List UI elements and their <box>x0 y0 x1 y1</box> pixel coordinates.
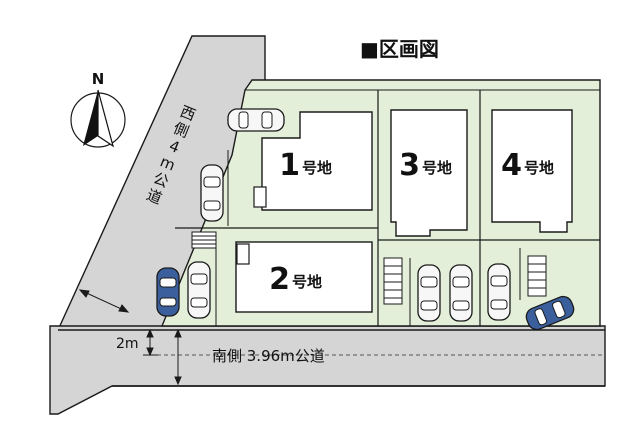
west-road-char: 公 <box>151 169 172 191</box>
house-lot-4 <box>491 109 573 233</box>
lot-number: 4 <box>501 148 522 183</box>
steps-lot-4 <box>519 248 547 300</box>
lot-number: 3 <box>399 148 420 183</box>
north-arrow-icon: N <box>70 70 126 148</box>
house-lot-2 <box>235 241 373 313</box>
car-blue-lot-2 <box>156 267 180 317</box>
lot-label-1: 1 号地 <box>279 148 332 183</box>
lot-suffix: 号地 <box>302 159 332 177</box>
lot-number: 2 <box>269 262 290 297</box>
house-lot-3 <box>390 109 468 237</box>
car-parking-lot-2 <box>187 261 211 319</box>
west-road-char: 道 <box>144 186 165 208</box>
south-road-label: 南側 3.96m公道 <box>212 347 325 365</box>
lot-suffix: 号地 <box>422 159 452 177</box>
lot-suffix: 号地 <box>292 273 322 291</box>
steps-lot-3 <box>383 257 411 326</box>
west-road-char: 西 <box>178 102 199 124</box>
car-blue-lot-4 <box>525 295 575 331</box>
car-horizontal <box>227 108 285 132</box>
car-parking-lot-3b <box>449 264 473 322</box>
lot-number: 1 <box>279 148 300 183</box>
lot-label-2: 2 号地 <box>269 262 322 297</box>
car-parking-lot-3a <box>417 264 441 322</box>
lot-suffix: 号地 <box>524 159 554 177</box>
north-label: N <box>92 70 105 88</box>
west-road-char: m <box>157 152 177 174</box>
house-lot-1-porch <box>253 186 267 208</box>
car-parking-lot-1 <box>200 164 224 222</box>
car-parking-lot-4 <box>487 263 511 321</box>
house-lot-1 <box>261 111 373 211</box>
lot-label-3: 3 号地 <box>399 148 452 183</box>
steps-lot-2 <box>191 231 217 326</box>
lot-label-4: 4 号地 <box>501 148 554 183</box>
west-road-label: 西 側 4 m 公 道 <box>144 102 198 208</box>
house-lot-2-porch <box>236 243 250 265</box>
west-road-char: 側 <box>171 119 192 141</box>
setback-dimension <box>143 328 158 357</box>
west-road-width-arrow <box>78 289 130 313</box>
page-title: ■区画図 <box>360 37 439 61</box>
south-road-width-arrow <box>174 328 182 386</box>
setback-label: 2m <box>116 336 139 352</box>
